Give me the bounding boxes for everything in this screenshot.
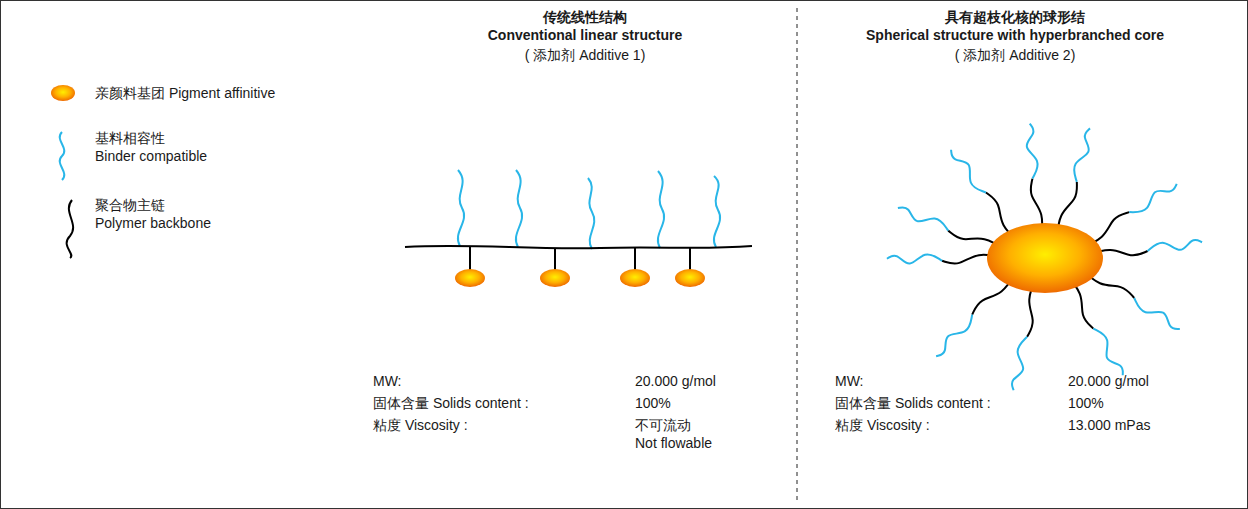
pendant-link: [469, 246, 471, 270]
spherical-structure: [887, 124, 1202, 391]
binder-chain: [1074, 128, 1090, 182]
pigment-group: [675, 269, 705, 287]
legend-text: 基料相容性 Binder compatible: [95, 129, 207, 165]
binder-chain: [1129, 184, 1176, 212]
linear-structure: [405, 170, 752, 287]
property-value: 100%: [635, 394, 671, 412]
property-name: 粘度 Viscosity :: [373, 416, 468, 434]
property-name: 固体含量 Solids content :: [373, 394, 529, 412]
divider-line: [797, 8, 798, 500]
column-heading: 具有超枝化核的球形结 Spherical structure with hype…: [866, 8, 1164, 44]
legend-backbone-sample: [67, 200, 74, 258]
hyperbranched-core: [987, 223, 1103, 293]
property-value: 20.000 g/mol: [1068, 372, 1149, 390]
binder-chain: [898, 207, 948, 230]
pendant-link: [689, 248, 691, 270]
column-heading: 传统线性结构 Conventional linear structure: [488, 8, 682, 44]
binder-chain: [887, 254, 942, 263]
pendant-link: [554, 249, 556, 270]
binder-chain: [516, 170, 522, 247]
property-name: 粘度 Viscosity :: [835, 416, 930, 434]
property-name: MW:: [835, 372, 864, 390]
legend-binder-sample: [60, 132, 65, 180]
pigment-group: [540, 269, 570, 287]
property-value: 100%: [1068, 394, 1104, 412]
binder-chain: [936, 315, 972, 357]
binder-chain: [658, 171, 664, 248]
binder-chain: [1134, 298, 1180, 329]
additive-name: ( 添加剂 Additive 1): [525, 46, 646, 64]
additive-name: ( 添加剂 Additive 2): [955, 46, 1076, 64]
binder-chain: [1012, 337, 1027, 390]
legend-text: 聚合物主链 Polymer backbone: [95, 196, 211, 232]
binder-chain: [1027, 124, 1038, 179]
binder-chain: [951, 150, 986, 193]
legend-pigment-sample: [51, 85, 75, 101]
binder-chain: [714, 176, 720, 247]
binder-chain: [1093, 329, 1122, 376]
binder-chain: [1148, 240, 1202, 251]
pigment-group: [455, 269, 485, 287]
property-value: 不可流动 Not flowable: [635, 416, 712, 452]
polymer-backbone: [405, 246, 752, 249]
property-value: 20.000 g/mol: [635, 372, 716, 390]
pendant-link: [634, 248, 636, 270]
binder-chain: [458, 170, 464, 246]
property-name: MW:: [373, 372, 402, 390]
binder-chain: [588, 178, 594, 249]
legend-text: 亲颜料基团 Pigment affinitive: [95, 84, 275, 102]
property-value: 13.000 mPas: [1068, 416, 1151, 434]
pigment-group: [620, 269, 650, 287]
property-name: 固体含量 Solids content :: [835, 394, 991, 412]
